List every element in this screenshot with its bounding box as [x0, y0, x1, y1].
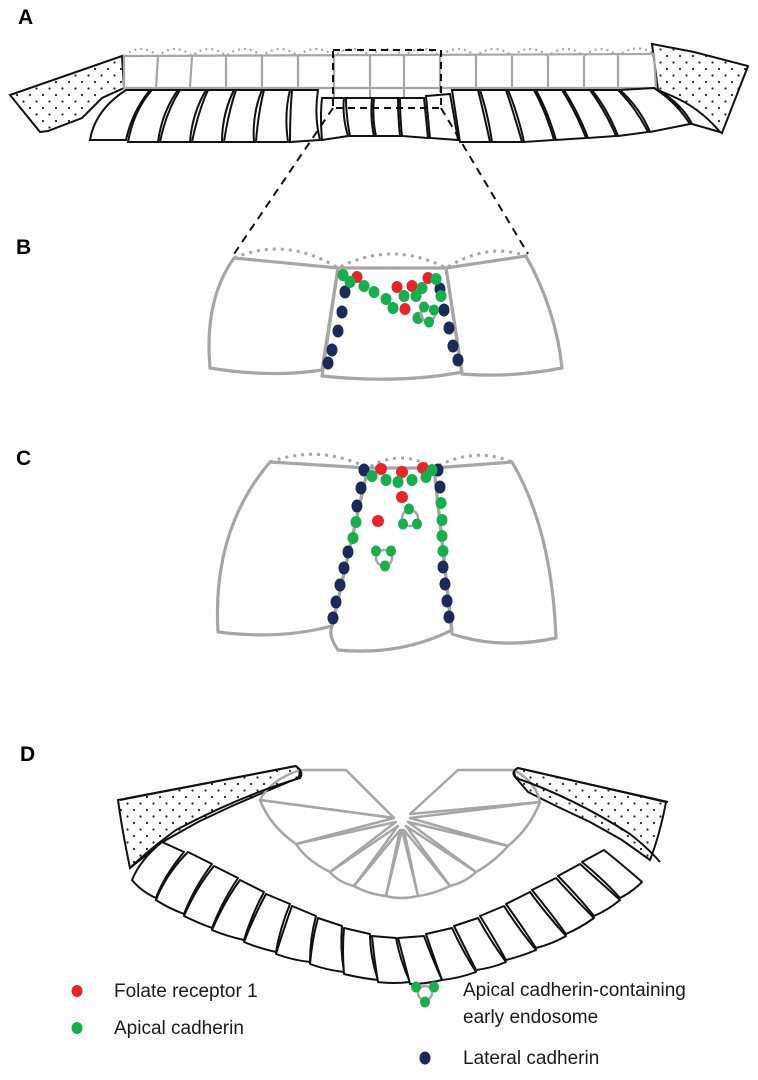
panel-d-basal-cells [132, 842, 642, 984]
panel-c-early-endosome-2 [371, 546, 396, 572]
legend-endosome-label-line1: Apical cadherin-containing [463, 978, 686, 1003]
panel-d-apical-cells [260, 770, 540, 898]
panel-a-diagram [10, 44, 748, 142]
legend-apical-cadherin-swatch [72, 1022, 83, 1034]
panel-b-apical-surface [234, 249, 526, 268]
panel-d-diagram [118, 766, 668, 984]
panel-c-apical-cadherin [348, 464, 449, 557]
panel-b-cells [209, 256, 562, 379]
panel-label-a: A [18, 6, 33, 30]
legend-lateral-cadherin-label: Lateral cadherin [463, 1046, 599, 1071]
panel-label-d: D [20, 743, 35, 767]
panel-label-c: C [16, 447, 31, 471]
panel-c-cells [217, 462, 556, 651]
panel-c-early-endosome-1 [398, 504, 422, 530]
panel-c-diagram [217, 454, 556, 651]
legend-apical-cadherin-label: Apical cadherin [114, 1016, 244, 1041]
panel-b-early-endosome [419, 302, 439, 328]
legend-endosome-swatch [411, 982, 439, 1008]
panel-c-folate-receptor [372, 462, 429, 527]
panel-label-b: B [16, 236, 31, 260]
legend-folate-receptor-swatch [72, 985, 83, 997]
legend-folate-receptor-label: Folate receptor 1 [114, 979, 258, 1004]
legend-endosome-label-line2: early endosome [463, 1005, 598, 1030]
panel-c-lateral-cadherin [328, 464, 455, 625]
panel-d-left-ectoderm [118, 766, 300, 868]
panel-b-diagram [209, 249, 562, 379]
legend-lateral-cadherin-swatch [420, 1052, 431, 1065]
